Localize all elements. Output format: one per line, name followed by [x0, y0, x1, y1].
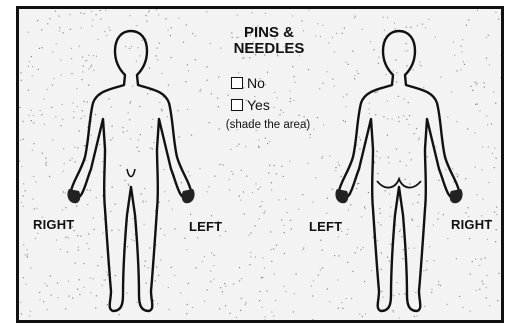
yes-label: Yes: [247, 97, 270, 113]
front-right-label: RIGHT: [33, 217, 74, 232]
no-label: No: [247, 75, 265, 91]
no-checkbox[interactable]: [231, 77, 243, 89]
option-no[interactable]: No: [231, 75, 265, 91]
heading-line-2: NEEDLES: [209, 41, 329, 57]
front-left-label: LEFT: [189, 219, 222, 234]
body-diagram-form: PINS & NEEDLES No Yes (shade the area) R…: [16, 6, 504, 323]
pins-needles-heading: PINS & NEEDLES: [209, 25, 329, 57]
back-body-outline: [339, 31, 460, 311]
yes-checkbox[interactable]: [231, 99, 243, 111]
back-left-label: LEFT: [309, 219, 342, 234]
shade-hint: (shade the area): [203, 119, 333, 131]
front-body-outline: [71, 31, 192, 311]
heading-line-1: PINS &: [209, 25, 329, 41]
front-body-figure[interactable]: [51, 19, 211, 319]
back-hand-right: [450, 189, 463, 203]
front-hand-left: [182, 189, 195, 203]
front-hand-right: [67, 189, 80, 203]
back-body-figure[interactable]: [319, 19, 479, 319]
back-hand-left: [335, 189, 348, 203]
option-yes[interactable]: Yes: [231, 97, 270, 113]
back-right-label: RIGHT: [451, 217, 492, 232]
front-groin-line: [127, 169, 135, 177]
